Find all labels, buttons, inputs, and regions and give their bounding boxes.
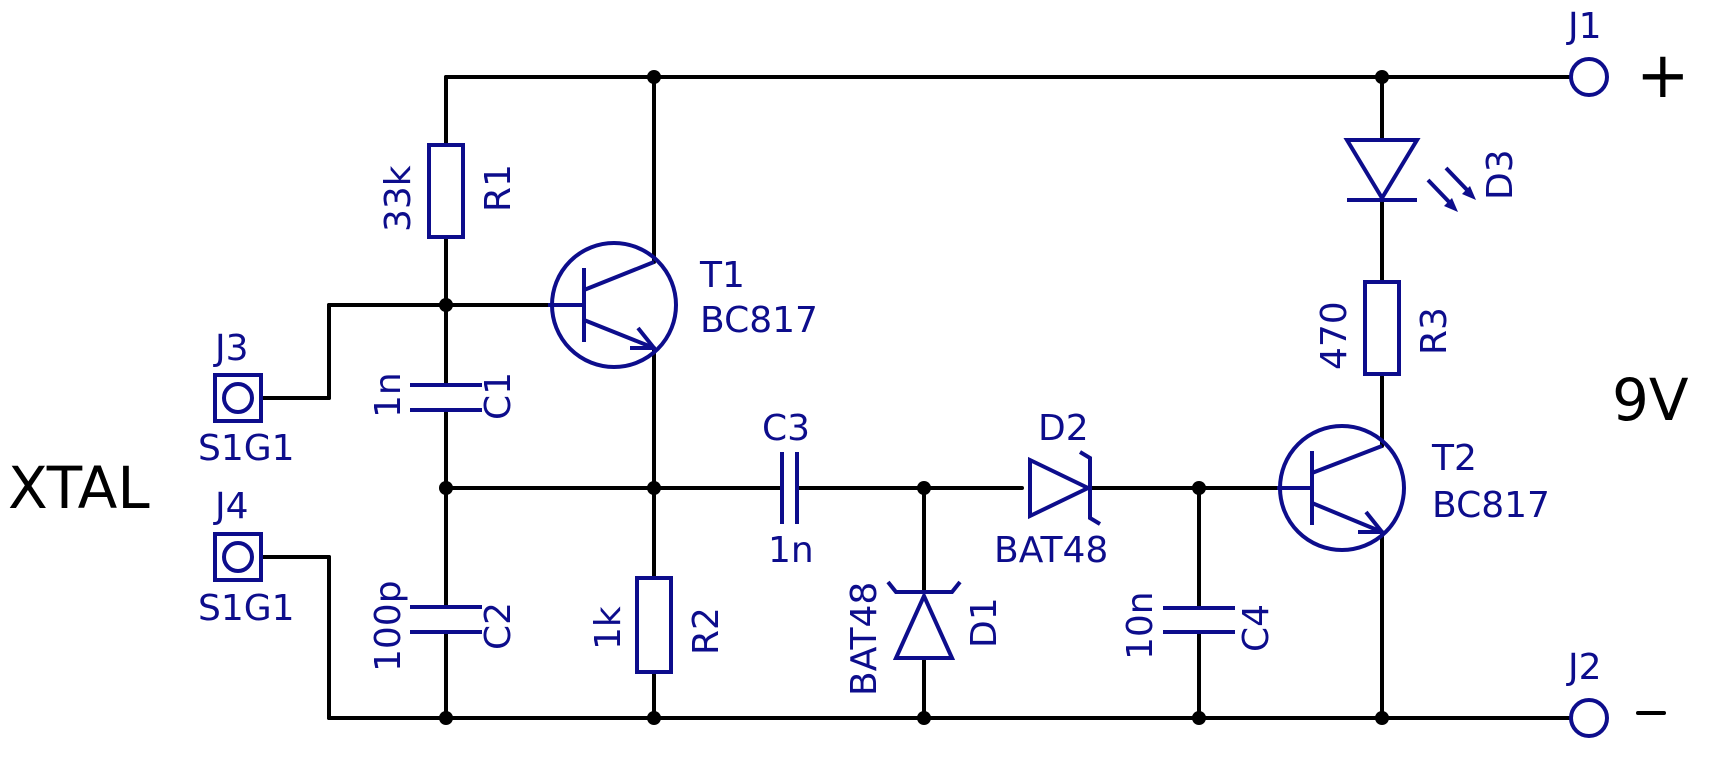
- diode-d2: D2 BAT48: [994, 408, 1108, 571]
- plus-sign: +: [1636, 39, 1690, 113]
- transistor-t2-value: BC817: [1432, 485, 1550, 526]
- terminal-j1-name: J1: [1566, 6, 1602, 47]
- capacitor-c2: 100p C2: [368, 580, 519, 672]
- capacitor-c4: 10n C4: [1120, 591, 1277, 660]
- transistor-t2-name: T2: [1431, 438, 1477, 479]
- terminal-j2-ring-icon: [1569, 698, 1609, 738]
- diode-d1-body-icon: [892, 591, 956, 660]
- resistor-r2-body-icon: [635, 576, 673, 674]
- resistor-r3-name: R3: [1414, 307, 1455, 355]
- resistor-r3-value: 470: [1314, 301, 1355, 370]
- capacitor-c4-name: C4: [1236, 604, 1277, 652]
- diode-d1-value: BAT48: [844, 582, 885, 696]
- led-d3-body-icon: [1343, 138, 1421, 202]
- transistor-t1-value: BC817: [700, 300, 818, 341]
- led-d3-name: D3: [1480, 149, 1521, 200]
- resistor-r1-body-icon: [427, 143, 465, 239]
- transistor-t1-name: T1: [699, 255, 745, 296]
- capacitor-c1-name: C1: [478, 372, 519, 420]
- capacitor-c2-value: 100p: [368, 580, 409, 672]
- resistor-r3-body-icon: [1363, 280, 1401, 376]
- minus-sign: -: [1640, 677, 1663, 751]
- connector-j3: J3 S1G1: [198, 328, 295, 469]
- resistor-r2-name: R2: [686, 607, 727, 655]
- resistor-r2: 1k R2: [588, 576, 727, 674]
- connector-j4-value: S1G1: [198, 588, 295, 629]
- diode-d1: BAT48 D1: [844, 580, 1005, 696]
- connector-j3-name: J3: [213, 328, 249, 369]
- connector-j3-value: S1G1: [198, 428, 295, 469]
- resistor-r1: 33k R1: [378, 143, 519, 239]
- diode-d2-name: D2: [1038, 408, 1089, 449]
- capacitor-c3-name: C3: [762, 408, 810, 449]
- terminal-j2-name: J2: [1566, 647, 1602, 688]
- supply-voltage-label: 9V: [1612, 366, 1689, 434]
- resistor-r3: 470 R3: [1314, 280, 1455, 376]
- capacitor-c3-value: 1n: [768, 530, 814, 571]
- resistor-r1-name: R1: [478, 164, 519, 212]
- diode-d1-name: D1: [964, 597, 1005, 648]
- terminal-j2: J2: [1566, 647, 1609, 738]
- junction-dots: [439, 70, 1389, 725]
- connector-j4: J4 S1G1: [198, 486, 295, 629]
- pad-j4-icon: [213, 532, 263, 582]
- capacitor-c1: 1n C1: [368, 372, 519, 420]
- connector-j4-name: J4: [213, 486, 249, 527]
- xtal-label: XTAL: [8, 454, 150, 522]
- diode-d2-body-icon: [1028, 456, 1093, 520]
- resistor-r1-value: 33k: [378, 165, 419, 232]
- wires: [260, 75, 1572, 720]
- capacitor-c1-value: 1n: [368, 372, 409, 418]
- transistor-t1: T1 BC817: [548, 241, 818, 369]
- capacitor-c4-value: 10n: [1120, 591, 1161, 660]
- transistor-t2: T2 BC817: [1277, 424, 1550, 552]
- capacitor-c2-name: C2: [478, 602, 519, 650]
- capacitor-c3: C3 1n: [762, 408, 814, 571]
- led-d3: D3: [1343, 138, 1521, 212]
- terminal-j1: J1: [1566, 6, 1609, 97]
- diode-d2-value: BAT48: [994, 530, 1108, 571]
- resistor-r2-value: 1k: [588, 606, 629, 650]
- terminal-j1-ring-icon: [1569, 57, 1609, 97]
- pad-j3-icon: [213, 373, 263, 423]
